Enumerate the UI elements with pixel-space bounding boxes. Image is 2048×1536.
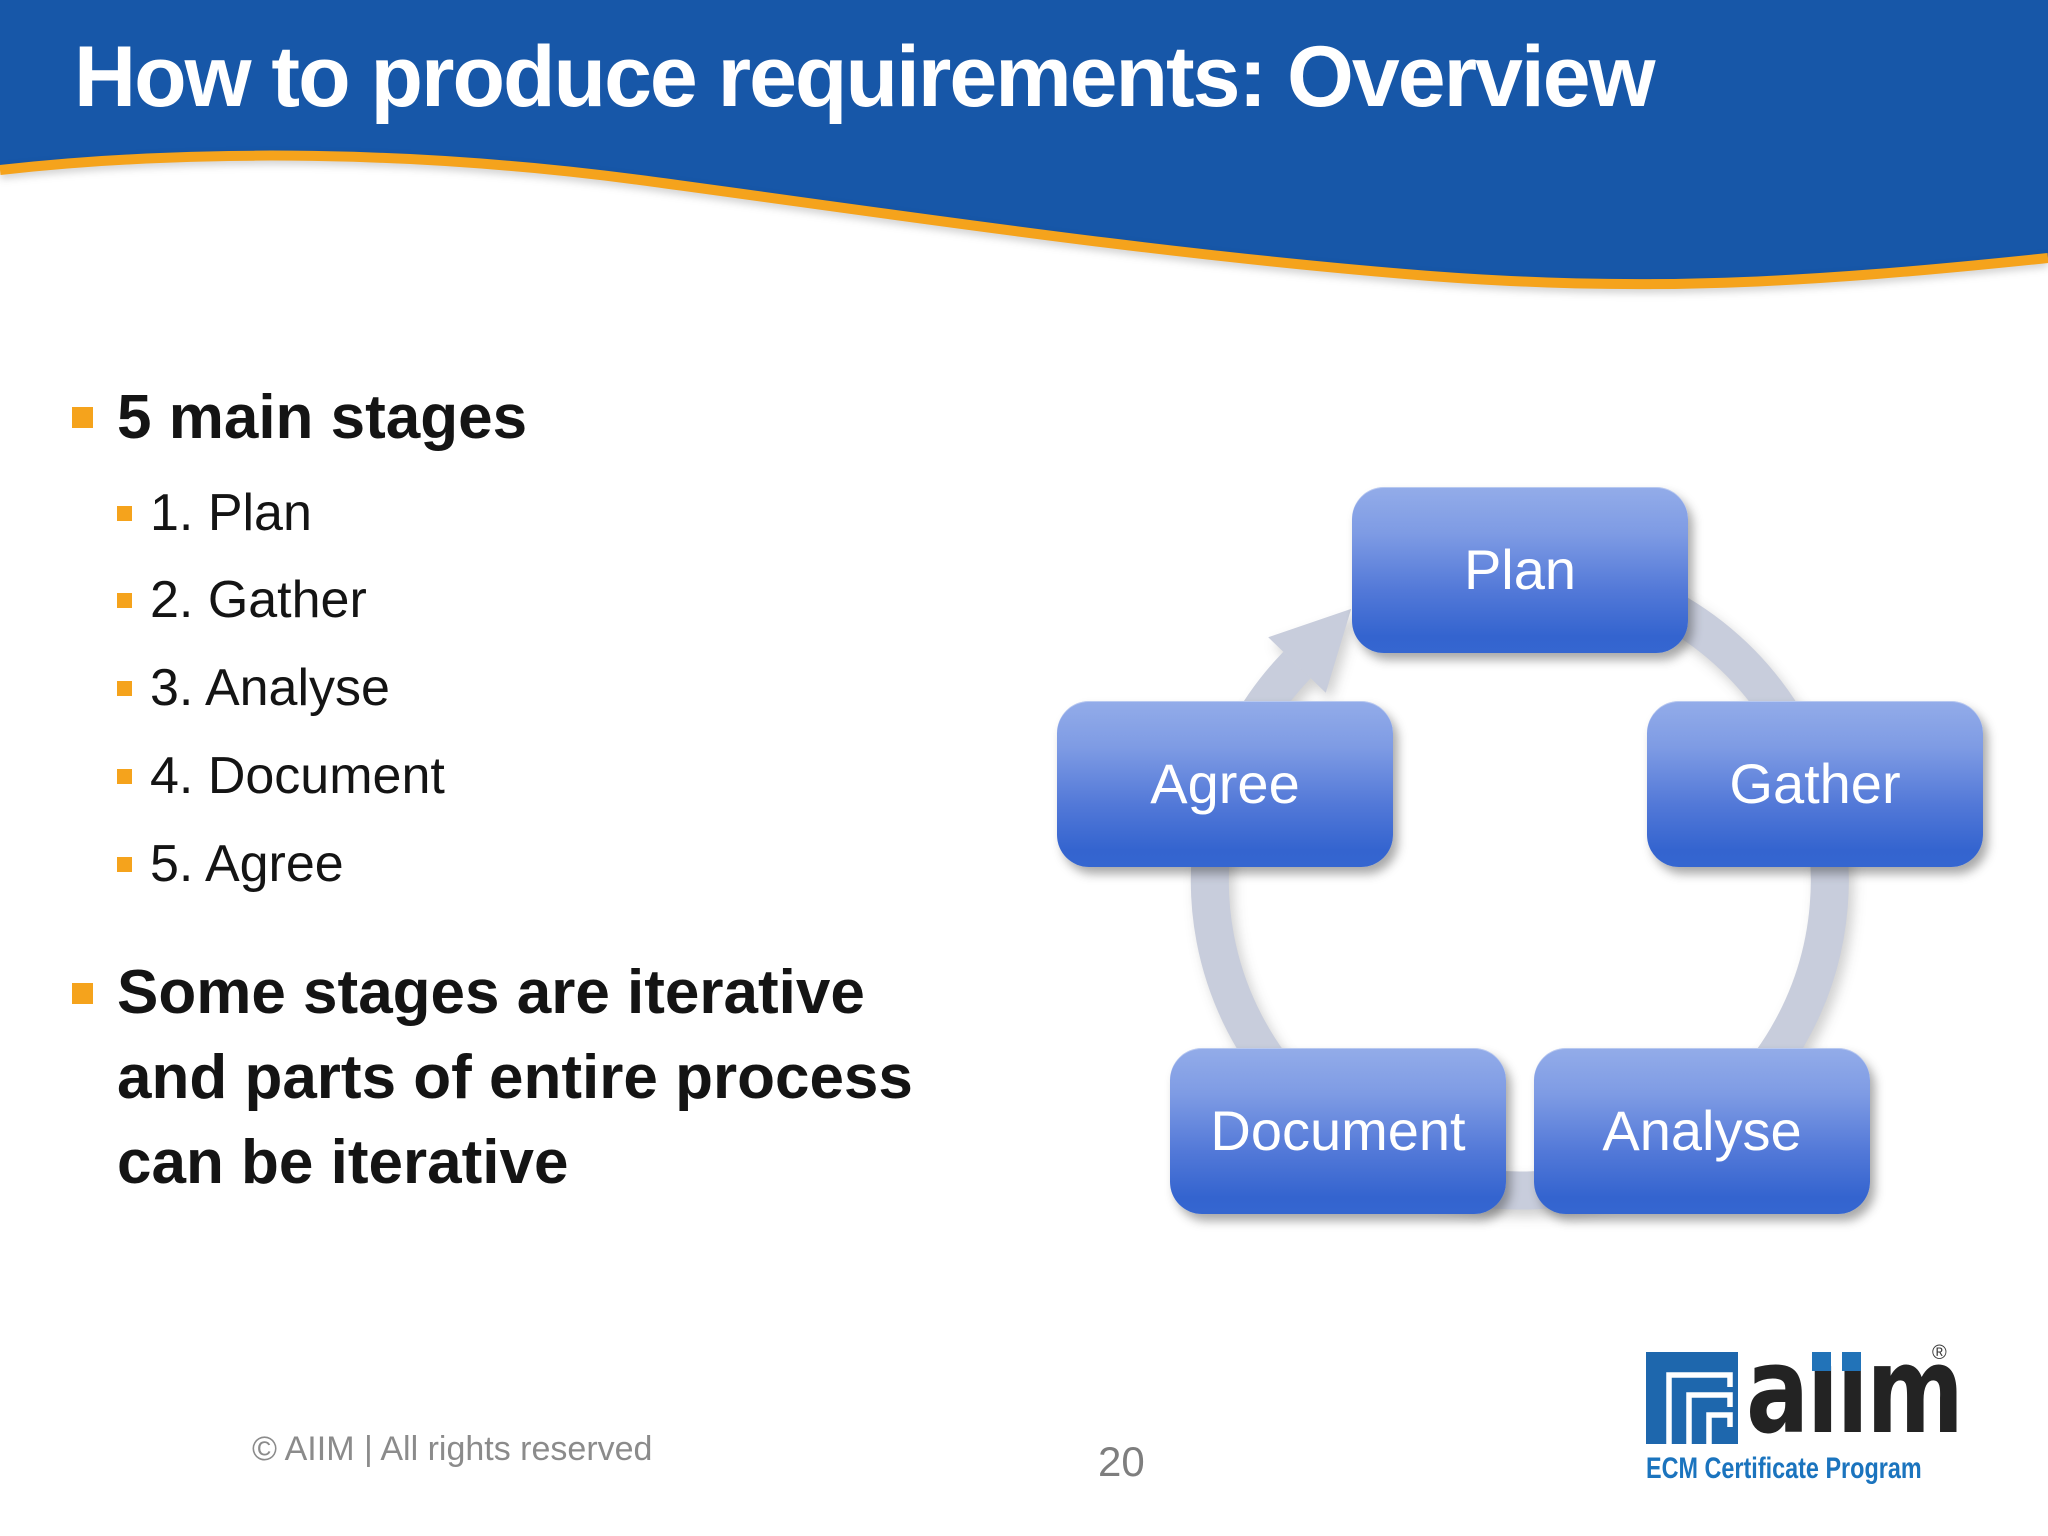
bullet-square-level2 <box>117 769 132 784</box>
aiim-logo-square-icon <box>1646 1352 1738 1444</box>
bullet-main-2-line2: and parts of entire process <box>117 1043 913 1112</box>
bullet-square-level2 <box>117 681 132 696</box>
aiim-i-dot-icon <box>1812 1352 1831 1371</box>
header-orange-curve <box>0 150 2048 290</box>
aiim-wordmark-text: aıım <box>1746 1332 1964 1452</box>
stage-box-agree: Agree <box>1057 701 1393 867</box>
wordmark-m: m <box>1866 1322 1964 1461</box>
bullet-sub-document: 4. Document <box>150 747 445 805</box>
stage-box-plan: Plan <box>1352 487 1688 653</box>
stage-label-analyse: Analyse <box>1602 1099 1802 1162</box>
aiim-i-dot-icon <box>1842 1352 1861 1371</box>
bullet-main-2-line1: Some stages are iterative <box>117 958 865 1027</box>
wordmark-a: a <box>1746 1322 1809 1461</box>
bullet-sub-gather: 2. Gather <box>150 571 367 629</box>
page-number: 20 <box>1098 1438 1145 1485</box>
header-blue-shape <box>0 0 2048 285</box>
ecm-certificate-program-text: ECM Certificate Program <box>1646 1452 1922 1485</box>
aiim-wordmark: aıım ® <box>1746 1332 1976 1452</box>
stage-box-gather: Gather <box>1647 701 1983 867</box>
bullet-square-level1 <box>72 983 93 1004</box>
bullet-square-level1 <box>72 407 93 428</box>
stage-label-plan: Plan <box>1463 538 1577 601</box>
bullet-main-2: Some stages are iterative and parts of e… <box>117 950 913 1205</box>
page-title: How to produce requirements: Overview <box>74 29 1655 125</box>
copyright-text: © AIIM | All rights reserved <box>252 1430 653 1468</box>
stage-label-document: Document <box>1210 1099 1466 1162</box>
bullet-sub-agree: 5. Agree <box>150 835 344 893</box>
stage-label-agree: Agree <box>1150 752 1300 815</box>
bullet-main-2-line3: can be iterative <box>117 1128 569 1197</box>
header-wave-banner <box>0 0 2048 290</box>
stage-label-gather: Gather <box>1729 752 1901 815</box>
bullet-sub-plan: 1. Plan <box>150 484 312 542</box>
registered-trademark-icon: ® <box>1932 1342 1947 1364</box>
stage-box-document: Document <box>1170 1048 1506 1214</box>
bullet-square-level2 <box>117 857 132 872</box>
bullet-sub-analyse: 3. Analyse <box>150 659 390 717</box>
bullet-square-level2 <box>117 506 132 521</box>
bullet-square-level2 <box>117 593 132 608</box>
stage-box-analyse: Analyse <box>1534 1048 1870 1214</box>
bullet-main-1: 5 main stages <box>117 383 528 452</box>
wordmark-i-stems: ıı <box>1806 1322 1869 1461</box>
